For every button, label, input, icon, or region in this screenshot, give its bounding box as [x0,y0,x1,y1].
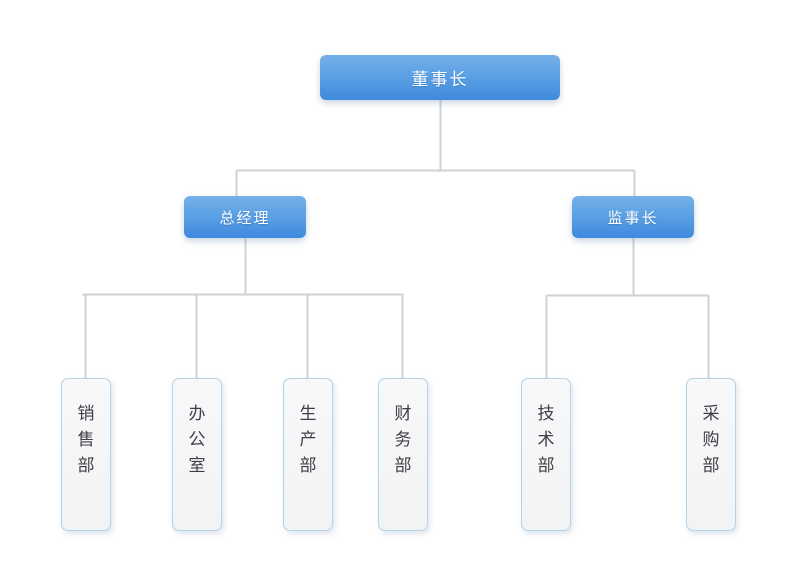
org-node-general-manager[interactable]: 总经理 [184,196,306,238]
org-node-technology-department[interactable]: 技术部 [521,378,571,531]
org-node-sales-department-label: 销售部 [77,404,95,476]
org-node-technology-department-label: 技术部 [537,404,555,476]
org-node-production-department[interactable]: 生产部 [283,378,333,531]
org-node-purchasing-department-label: 采购部 [702,404,720,476]
org-node-sales-department[interactable]: 销售部 [61,378,111,531]
org-node-office-label: 办公室 [188,404,206,476]
org-node-general-manager-label: 总经理 [219,208,271,227]
org-node-chairman-label: 董事长 [411,70,469,90]
org-node-chairman[interactable]: 董事长 [320,55,560,100]
org-node-supervisor-label: 监事长 [607,208,659,227]
org-node-purchasing-department[interactable]: 采购部 [686,378,736,531]
org-node-office[interactable]: 办公室 [172,378,222,531]
org-node-finance-department[interactable]: 财务部 [378,378,428,531]
org-node-finance-department-label: 财务部 [394,404,412,476]
org-node-production-department-label: 生产部 [299,404,317,476]
org-node-supervisor[interactable]: 监事长 [572,196,694,238]
